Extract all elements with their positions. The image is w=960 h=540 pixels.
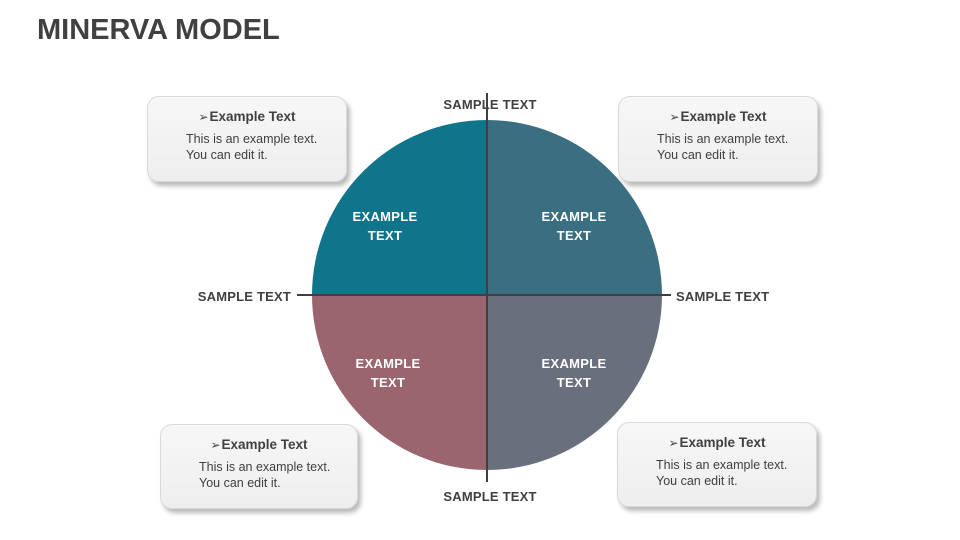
quadrant-label-top-left: EXAMPLE TEXT bbox=[352, 209, 418, 243]
vertical-axis-line bbox=[486, 93, 488, 482]
callout-box-top-left: ➢Example Text This is an example text. Y… bbox=[147, 96, 347, 182]
quadrant-label-top-right: EXAMPLE TEXT bbox=[541, 209, 607, 243]
callout-heading-text: Example Text bbox=[221, 437, 308, 452]
quadrant-label-bottom-right: EXAMPLE TEXT bbox=[541, 356, 607, 390]
axis-label-right: SAMPLE TEXT bbox=[676, 289, 770, 304]
arrow-bullet-icon: ➢ bbox=[210, 438, 221, 452]
callout-heading: ➢Example Text bbox=[161, 437, 357, 452]
horizontal-axis-line bbox=[297, 294, 671, 296]
callout-heading-text: Example Text bbox=[209, 109, 296, 124]
quadrant-label-bottom-left: EXAMPLE TEXT bbox=[355, 356, 421, 390]
callout-box-bottom-right: ➢Example Text This is an example text. Y… bbox=[617, 422, 817, 507]
page-title: MINERVA MODEL bbox=[37, 14, 280, 46]
callout-body-text: This is an example text. You can edit it… bbox=[657, 132, 789, 163]
callout-box-bottom-left: ➢Example Text This is an example text. Y… bbox=[160, 424, 358, 509]
callout-heading-text: Example Text bbox=[680, 109, 767, 124]
callout-body-text: This is an example text. You can edit it… bbox=[199, 460, 331, 491]
arrow-bullet-icon: ➢ bbox=[668, 436, 679, 450]
axis-label-left: SAMPLE TEXT bbox=[197, 289, 291, 304]
callout-heading: ➢Example Text bbox=[148, 109, 346, 124]
callout-body-text: This is an example text. You can edit it… bbox=[186, 132, 318, 163]
arrow-bullet-icon: ➢ bbox=[669, 110, 680, 124]
callout-heading: ➢Example Text bbox=[619, 109, 817, 124]
axis-label-top: SAMPLE TEXT bbox=[443, 97, 537, 112]
callout-box-top-right: ➢Example Text This is an example text. Y… bbox=[618, 96, 818, 182]
axis-label-bottom: SAMPLE TEXT bbox=[443, 489, 537, 504]
arrow-bullet-icon: ➢ bbox=[198, 110, 209, 124]
callout-heading-text: Example Text bbox=[679, 435, 766, 450]
callout-heading: ➢Example Text bbox=[618, 435, 816, 450]
callout-body-text: This is an example text. You can edit it… bbox=[656, 458, 788, 489]
